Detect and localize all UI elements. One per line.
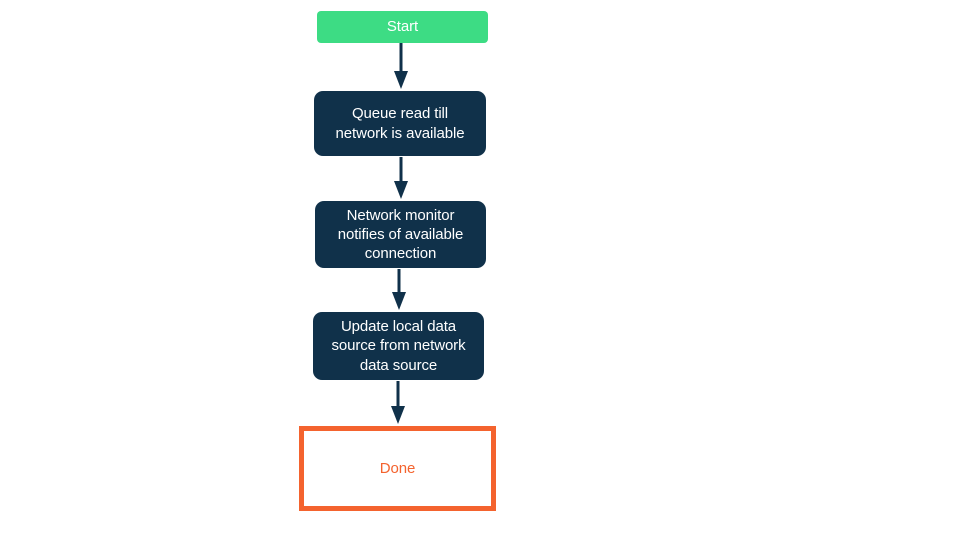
flow-node-queue-read[interactable]: Queue read till network is available xyxy=(314,91,486,156)
flow-arrow-network-monitor-to-update-local xyxy=(391,269,407,311)
flow-node-network-monitor[interactable]: Network monitor notifies of available co… xyxy=(315,201,486,268)
flow-arrow-update-local-to-done xyxy=(390,381,406,425)
flow-arrow-queue-read-to-network-monitor xyxy=(393,157,409,200)
flow-node-update-local-data-source[interactable]: Update local data source from network da… xyxy=(313,312,484,380)
flow-arrow-start-to-queue-read xyxy=(393,43,409,90)
flow-node-start[interactable]: Start xyxy=(317,11,488,43)
flow-node-done[interactable]: Done xyxy=(299,426,496,511)
